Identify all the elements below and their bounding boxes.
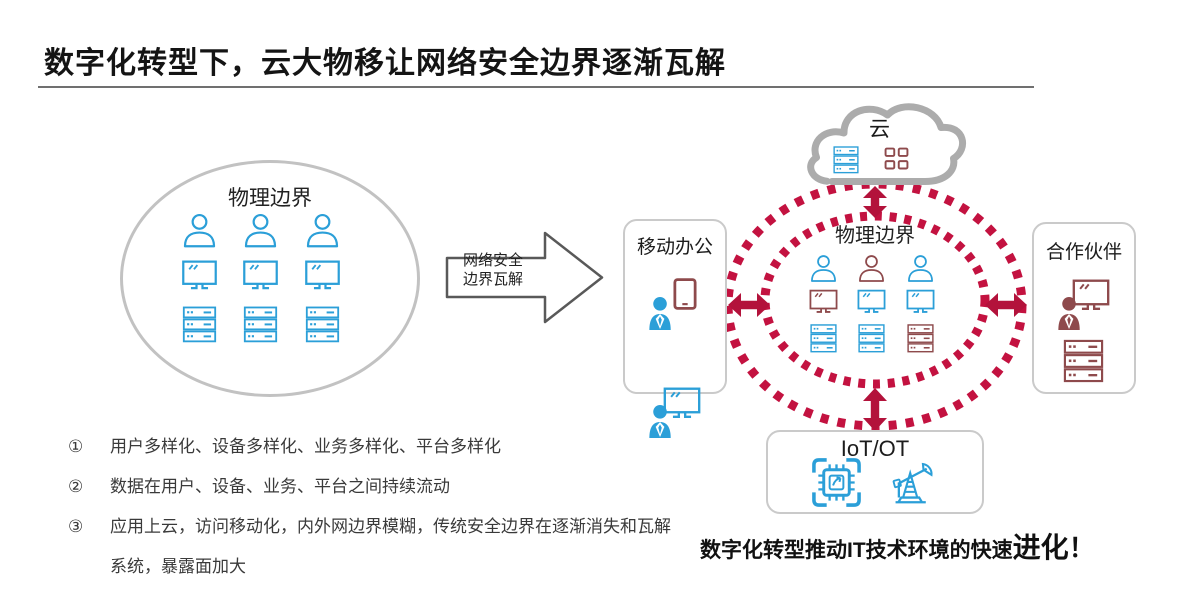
dissolved-boundary-diagram: 云 移动办公 合作伙伴 IoT/O	[600, 90, 1177, 530]
monitor-icon	[799, 285, 848, 320]
person-icon	[1057, 297, 1083, 330]
physical-boundary-ellipse	[120, 160, 420, 397]
cloud-node: 云	[792, 98, 967, 186]
tablet-icon	[672, 278, 698, 310]
notes-list: ① 用户多样化、设备多样化、业务多样化、平台多样化 ② 数据在用户、设备、业务、…	[68, 437, 728, 597]
boundary-rings	[723, 179, 1027, 431]
note-text: 数据在用户、设备、业务、平台之间持续流动	[110, 477, 450, 496]
server-icon	[896, 321, 945, 356]
transition-arrow-label-line2: 边界瓦解	[463, 271, 524, 288]
cloud-label: 云	[869, 118, 890, 141]
monitor-icon	[292, 253, 353, 300]
cloud-icon	[807, 103, 966, 185]
person-icon	[896, 250, 945, 285]
inner-boundary-label: 物理边界	[835, 225, 915, 247]
physical-boundary-label: 物理边界	[228, 187, 312, 210]
footer-statement: 数字化转型推动IT技术环境的快速 进化 ！	[700, 526, 1095, 566]
footer-text: 数字化转型推动IT技术环境的快速	[700, 539, 1013, 562]
mobile-office-box: 移动办公	[623, 219, 727, 394]
note-number: ③	[68, 517, 84, 536]
note-text: 用户多样化、设备多样化、业务多样化、平台多样化	[110, 437, 501, 456]
physical-boundary-icon-grid	[169, 206, 353, 348]
partner-label: 合作伙伴	[1045, 242, 1122, 263]
server-icon	[230, 301, 291, 348]
person-monitor-icon	[1055, 278, 1113, 330]
page-title: 数字化转型下，云大物移让网络安全边界逐渐瓦解	[44, 47, 726, 80]
list-item: ③ 应用上云，访问移动化，内外网边界模糊，传统安全边界在逐渐消失和瓦解	[68, 517, 728, 537]
iot-ot-box: IoT/OT	[766, 430, 984, 514]
server-icon	[799, 321, 848, 356]
arrow-to-cloud-icon	[863, 186, 887, 218]
person-icon	[648, 405, 674, 438]
person-icon	[169, 206, 230, 253]
person-monitor-icon	[646, 386, 704, 438]
person-icon	[292, 206, 353, 253]
monitor-icon	[169, 253, 230, 300]
list-item: ② 数据在用户、设备、业务、平台之间持续流动	[68, 477, 728, 497]
list-item-continuation: 系统，暴露面加大	[68, 557, 728, 577]
note-text: 系统，暴露面加大	[110, 557, 246, 576]
iot-ot-label: IoT/OT	[840, 436, 910, 461]
monitor-icon	[896, 285, 945, 320]
server-icon	[169, 301, 230, 348]
transition-arrow-label: 网络安全 边界瓦解	[463, 251, 523, 289]
inner-boundary-icon-grid	[799, 250, 945, 356]
note-number: ①	[68, 437, 84, 456]
list-item: ① 用户多样化、设备多样化、业务多样化、平台多样化	[68, 437, 728, 457]
inner-boundary-ring	[760, 211, 990, 389]
chip-scan-icon	[810, 456, 863, 509]
monitor-icon	[230, 253, 291, 300]
title-divider	[38, 86, 1034, 88]
arrow-to-mobile-icon	[728, 293, 770, 317]
arrow-to-iot-icon	[863, 388, 887, 431]
note-number: ②	[68, 477, 84, 496]
right-block-arrow-icon	[445, 231, 604, 324]
person-icon	[848, 250, 897, 285]
server-icon	[831, 144, 861, 175]
transition-arrow	[445, 231, 604, 324]
arrow-to-partner-icon	[985, 293, 1027, 317]
mobile-office-label: 移动办公	[636, 237, 713, 258]
partner-box: 合作伙伴	[1032, 222, 1136, 394]
server-icon	[848, 321, 897, 356]
oil-pump-icon	[888, 455, 939, 508]
person-icon	[230, 206, 291, 253]
note-text: 应用上云，访问移动化，内外网边界模糊，传统安全边界在逐渐消失和瓦解	[110, 517, 671, 536]
transition-arrow-label-line1: 网络安全	[463, 252, 524, 269]
person-icon	[648, 297, 674, 330]
server-icon	[1060, 338, 1107, 383]
monitor-icon	[848, 285, 897, 320]
person-tablet-icon	[646, 278, 704, 330]
server-icon	[292, 301, 353, 348]
person-icon	[799, 250, 848, 285]
app-grid-icon	[881, 146, 912, 173]
footer-emphasis: 进化	[1012, 532, 1069, 563]
footer-exclamation: ！	[1068, 533, 1095, 563]
